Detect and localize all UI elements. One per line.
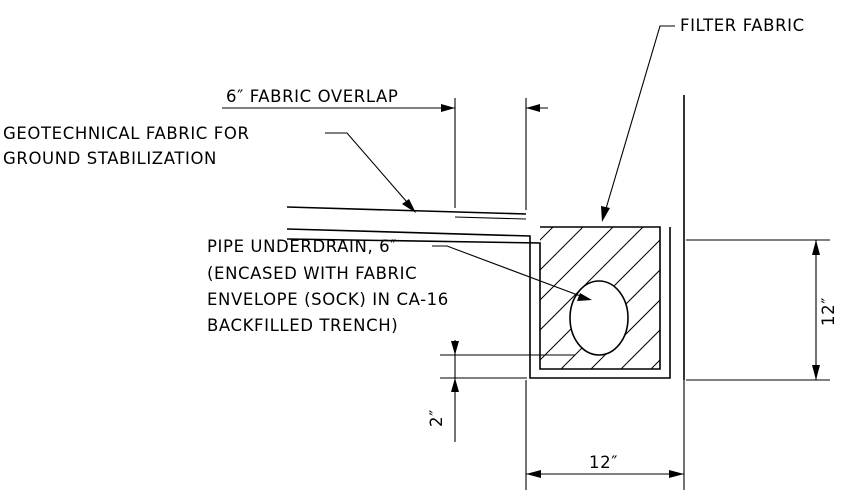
bottom-offset-dimension-label: 2″	[427, 409, 446, 427]
geotechnical-fabric-label-line2: GROUND STABILIZATION	[3, 149, 217, 168]
depth-dimension	[686, 239, 830, 381]
filter-fabric-label: FILTER FABRIC	[680, 16, 805, 35]
fabric-outer-line	[286, 227, 671, 379]
width-dimension	[525, 380, 685, 490]
width-dimension-label: 12″	[589, 453, 618, 472]
overlap-dimension	[222, 98, 548, 210]
pipe-underdrain-label-line3: ENVELOPE (SOCK) IN CA-16	[207, 290, 449, 309]
leader-lines	[325, 25, 675, 301]
fabric-overlap-label: 6″ FABRIC OVERLAP	[226, 87, 398, 106]
pipe-underdrain-label-line1: PIPE UNDERDRAIN, 6″	[207, 237, 397, 256]
pipe-underdrain-ellipse	[569, 280, 629, 356]
depth-dimension-label: 12″	[819, 297, 838, 326]
trench-outline	[286, 95, 685, 380]
pipe-underdrain-label-line4: BACKFILLED TRENCH)	[207, 316, 398, 335]
pipe-underdrain-label-line2: (ENCASED WITH FABRIC	[207, 264, 417, 283]
backfill-hatch	[540, 227, 660, 369]
bottom-offset-dimension	[440, 340, 575, 442]
geotechnical-fabric-line	[286, 206, 527, 215]
geotechnical-fabric-label-line1: GEOTECHNICAL FABRIC FOR	[3, 124, 250, 143]
fabric-inner-line	[286, 226, 661, 370]
fabric-overlap-line	[454, 216, 527, 220]
